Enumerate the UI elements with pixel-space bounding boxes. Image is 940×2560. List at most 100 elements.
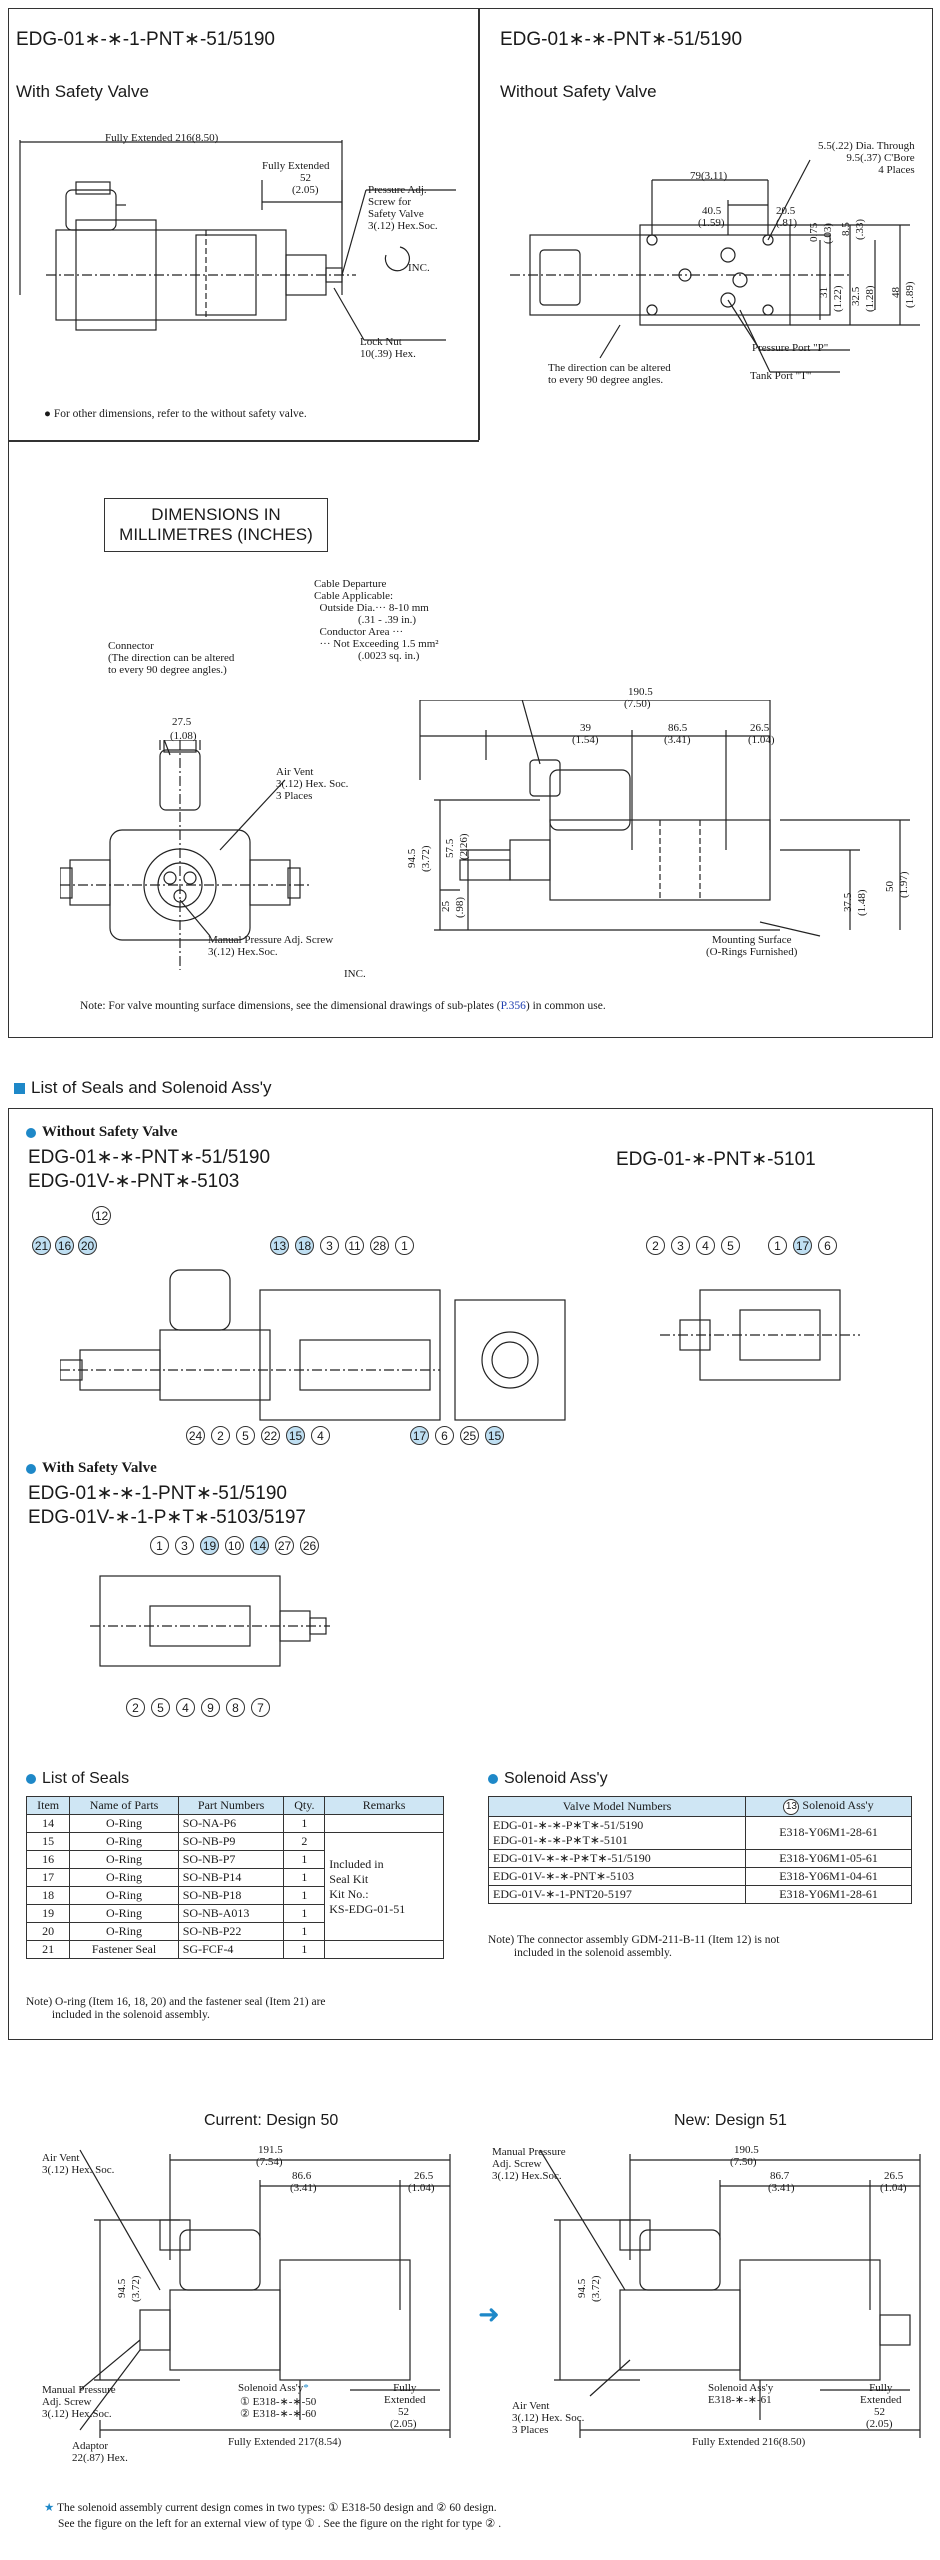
cur-dim-3-41: (3.41) xyxy=(290,2182,317,2194)
callout-w26: 26 xyxy=(300,1536,319,1555)
col-valve-models: Valve Model Numbers xyxy=(487,1796,747,1817)
drawing-current-design xyxy=(79,2149,451,2438)
cur-sol-type-2: ② E318-∗-∗-60 xyxy=(240,2408,317,2420)
cell: O-Ring xyxy=(69,1886,179,1905)
footnote-1-text: The solenoid assembly current design com… xyxy=(56,2502,497,2514)
new-dim-v-94-5: 94.5 xyxy=(576,2278,588,2298)
callout-w10: 10 xyxy=(225,1536,244,1555)
dim-v-25: 25 xyxy=(440,901,452,912)
callout-1: 1 xyxy=(395,1236,414,1255)
callout-w4: 4 xyxy=(176,1698,195,1717)
dim-v-0-98: (.98) xyxy=(454,896,466,918)
arrow-right-icon: ➜ xyxy=(478,2300,500,2330)
new-dim-1-04: (1.04) xyxy=(880,2182,907,2194)
new-manual-pressure: Manual Pressure Adj. Screw 3(.12) Hex.So… xyxy=(492,2146,566,2182)
model-without-2: EDG-01V-∗-PNT∗-5103 xyxy=(28,1171,240,1192)
square-bullet-icon xyxy=(14,1083,25,1095)
callout-w19: 19 xyxy=(200,1536,219,1555)
dim-1-54: (1.54) xyxy=(572,734,599,746)
cur-dim-2-05: (2.05) xyxy=(390,2418,417,2430)
cur-sol-type-1: ① E318-∗-∗-50 xyxy=(240,2396,317,2408)
dim-20-5: 20.5 xyxy=(776,205,796,217)
model-with-safety-valve: EDG-01∗-∗-1-PNT∗-51/5190 xyxy=(16,29,275,50)
callouts-bottom-left: 24 2 5 22 15 4 xyxy=(186,1426,330,1445)
label-inc: INC. xyxy=(408,262,430,274)
cur-dim-26-5: 26.5 xyxy=(414,2170,434,2182)
cell: O-Ring xyxy=(69,1922,179,1941)
callouts-top-left: 21 16 20 xyxy=(32,1236,97,1255)
callouts-top-mid: 13 18 3 11 28 1 xyxy=(270,1236,414,1255)
callout-21: 21 xyxy=(32,1236,51,1255)
dim-v-37-5: 37.5 xyxy=(842,892,854,912)
dim-1-04: (1.04) xyxy=(748,734,775,746)
dim-0-81: (.81) xyxy=(776,217,798,229)
label-tank-port: Tank Port "T" xyxy=(750,370,812,382)
top-drawing-frame xyxy=(8,8,933,1038)
col-remarks: Remarks xyxy=(324,1796,444,1815)
callout-w5: 5 xyxy=(151,1698,170,1717)
callout-25: 25 xyxy=(460,1426,479,1445)
dim-79: 79(3.11) xyxy=(690,170,728,182)
label-pressure-adj-screw: Pressure Adj. Screw for Safety Valve 3(.… xyxy=(368,184,438,232)
cell: 1 xyxy=(283,1922,326,1941)
callouts-with-bottom: 2 5 4 9 8 7 xyxy=(126,1698,270,1717)
title-without-text: Without Safety Valve xyxy=(42,1124,178,1140)
col-part: Part Numbers xyxy=(177,1796,285,1815)
table-row: 18 O-Ring SO-NB-P18 1 xyxy=(25,1886,444,1905)
callout-w8: 8 xyxy=(226,1698,245,1717)
cell: 1 xyxy=(283,1940,326,1959)
callouts-bottom-mid: 17 6 25 15 xyxy=(410,1426,504,1445)
callout-22: 22 xyxy=(261,1426,280,1445)
label-pressure-port: Pressure Port "P" xyxy=(752,342,829,354)
cell: 1 xyxy=(283,1868,326,1887)
dim-v-48: 48 xyxy=(890,287,902,298)
cur-dim-1-04: (1.04) xyxy=(408,2182,435,2194)
cur-manual-pressure: Manual Pressure Adj. Screw 3(.12) Hex.So… xyxy=(42,2384,116,2420)
dim-v-0-33: (.33) xyxy=(854,218,866,240)
section-heading-seals: List of Seals and Solenoid Ass'y xyxy=(14,1078,271,1098)
new-dim-26-5: 26.5 xyxy=(884,2170,904,2182)
dot-bullet-icon-3 xyxy=(26,1773,36,1784)
cur-dim-52: 52 xyxy=(398,2406,409,2418)
dim-v-1-28: (1.28) xyxy=(864,285,876,312)
cell: 19 xyxy=(25,1904,71,1923)
page-link-p356[interactable]: P.356 xyxy=(500,1000,526,1012)
cur-dim-v-94-5: 94.5 xyxy=(116,2278,128,2298)
seals-frame xyxy=(8,1108,933,2040)
cell: 15 xyxy=(25,1832,71,1851)
new-sol-part: E318-∗-∗-61 xyxy=(708,2394,772,2406)
callout-w1: 1 xyxy=(150,1536,169,1555)
callout-5: 5 xyxy=(236,1426,255,1445)
callout-12: 12 xyxy=(92,1206,111,1225)
new-dim-3-41: (3.41) xyxy=(768,2182,795,2194)
note-other-dimensions: ● For other dimensions, refer to the wit… xyxy=(44,408,307,421)
new-fully-extended-216: Fully Extended 216(8.50) xyxy=(692,2436,806,2448)
cell: O-Ring xyxy=(69,1868,179,1887)
note-other-dimensions-text: For other dimensions, refer to the witho… xyxy=(53,408,307,420)
title-with-text: With Safety Valve xyxy=(42,1460,157,1476)
col-item: Item xyxy=(25,1796,71,1815)
cur-dim-7-54: (7.54) xyxy=(256,2156,283,2168)
callout-r1: 1 xyxy=(768,1236,787,1255)
seals-table: Item Name of Parts Part Numbers Qty. Rem… xyxy=(25,1796,444,1959)
table-row: EDG-01-∗-∗-P∗T∗-51/5190 EDG-01-∗-∗-P∗T∗-… xyxy=(487,1815,912,1850)
cell-part: E318-Y06M1-04-61 xyxy=(745,1866,912,1886)
dim-v-0-75: 0.75 xyxy=(808,222,820,242)
table-row: EDG-01V-∗-1-PNT20-5197 E318-Y06M1-28-61 xyxy=(487,1884,912,1904)
label-direction-altered: The direction can be altered to every 90… xyxy=(548,362,671,386)
dim-27-5: 27.5 xyxy=(172,716,192,728)
title-solenoid-text: Solenoid Ass'y xyxy=(504,1770,608,1787)
title-current-design: Current: Design 50 xyxy=(204,2112,339,2129)
cur-adaptor: Adaptor 22(.87) Hex. xyxy=(72,2440,128,2464)
dim-v-1-89: (1.89) xyxy=(904,281,916,308)
dim-40-5: 40.5 xyxy=(702,205,722,217)
dim-fully-extended-216: Fully Extended 216(8.50) xyxy=(105,132,219,144)
model-with-1: EDG-01∗-∗-1-PNT∗-51/5190 xyxy=(28,1483,287,1504)
callout-13: 13 xyxy=(270,1236,289,1255)
footnote-line-1: ★ The solenoid assembly current design c… xyxy=(44,2502,497,2515)
dim-v-1-97: (1.97) xyxy=(898,871,910,898)
table-row: 19 O-Ring SO-NB-A013 1 xyxy=(25,1904,444,1923)
cell-part: E318-Y06M1-05-61 xyxy=(745,1848,912,1868)
cell: 18 xyxy=(25,1886,71,1905)
callout-6: 6 xyxy=(435,1426,454,1445)
